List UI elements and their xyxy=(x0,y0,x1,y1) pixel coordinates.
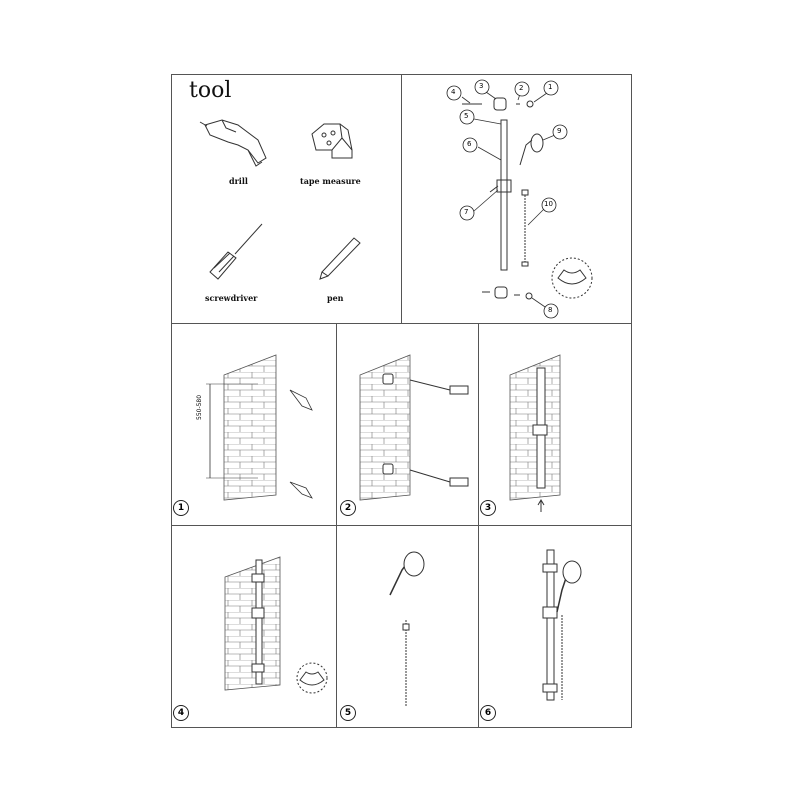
step-5-illustration xyxy=(389,551,425,706)
handshower-handle xyxy=(519,139,533,166)
cap-part xyxy=(526,100,534,108)
pen-icon xyxy=(319,237,361,280)
callout-4: 4 xyxy=(451,88,456,96)
step-number: 4 xyxy=(173,705,189,721)
step-3-illustration xyxy=(509,354,561,512)
tool-label: screwdriver xyxy=(205,293,258,303)
step-number: 1 xyxy=(173,500,189,516)
drill-icon xyxy=(199,119,267,167)
step-2-illustration xyxy=(359,354,469,501)
tape-measure-icon xyxy=(311,123,353,159)
tool-label: drill xyxy=(229,176,248,186)
tool-label: tape measure xyxy=(300,176,361,186)
callout-2: 2 xyxy=(519,84,524,92)
step-number: 6 xyxy=(480,705,496,721)
callout-1: 1 xyxy=(548,83,553,91)
screwdriver-icon xyxy=(209,223,263,280)
step-number: 3 xyxy=(480,500,496,516)
divider xyxy=(401,74,402,323)
callout-7: 7 xyxy=(464,208,469,216)
divider xyxy=(336,323,337,728)
handshower-head xyxy=(530,133,544,153)
divider xyxy=(478,323,479,728)
callout-9: 9 xyxy=(557,127,562,135)
callout-8: 8 xyxy=(548,306,553,314)
step-number: 5 xyxy=(340,705,356,721)
callout-3: 3 xyxy=(479,82,484,90)
step-1-illustration xyxy=(206,354,313,501)
bracket-part xyxy=(493,97,507,111)
callout-6: 6 xyxy=(467,140,472,148)
step-4-illustration xyxy=(224,556,328,694)
callout-5: 5 xyxy=(464,112,469,120)
tools-title: tool xyxy=(189,78,232,103)
step-number: 2 xyxy=(340,500,356,516)
slider-holder xyxy=(496,179,512,193)
tool-label: pen xyxy=(327,293,344,303)
divider xyxy=(171,525,632,526)
divider xyxy=(171,323,632,324)
dimension-label: 550-580 xyxy=(196,394,203,420)
callout-10: 10 xyxy=(544,200,553,208)
step-6-illustration xyxy=(542,549,582,701)
slide-bar xyxy=(500,119,508,271)
